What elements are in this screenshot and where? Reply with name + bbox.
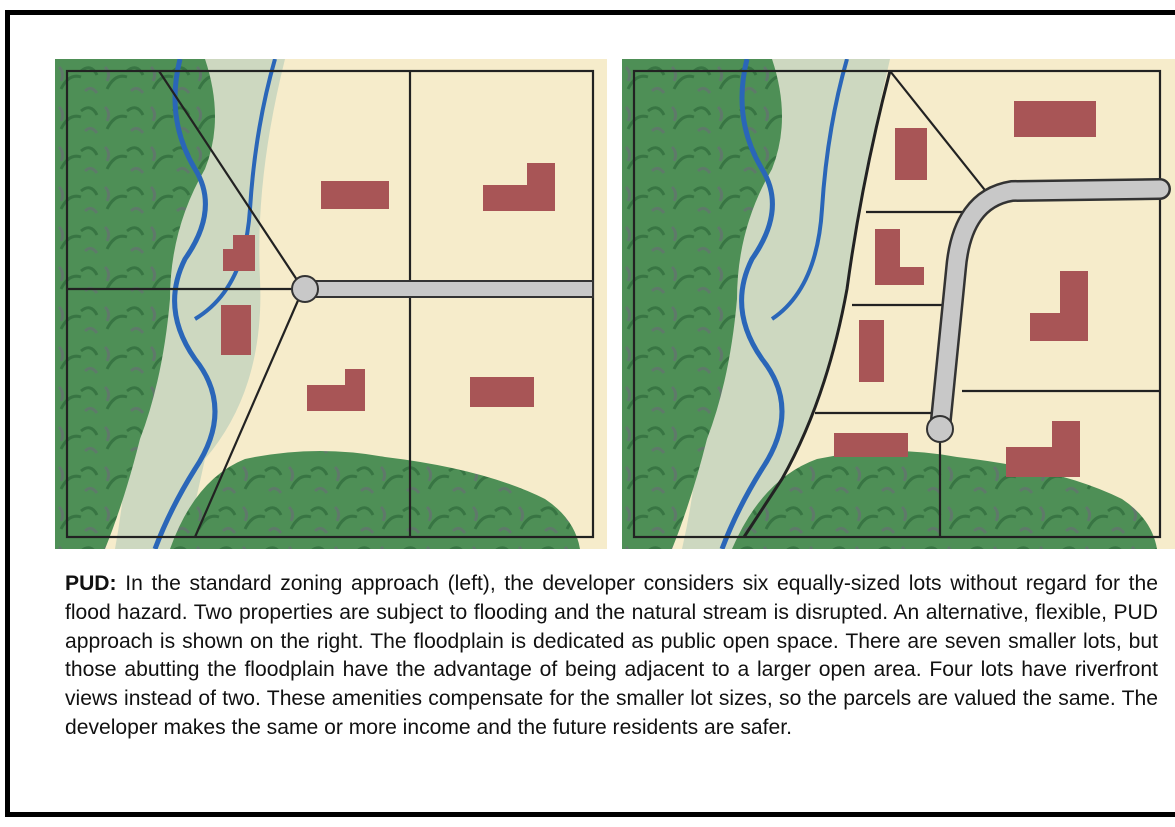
houses: [221, 163, 555, 411]
figure-caption: PUD: In the standard zoning approach (le…: [65, 570, 1158, 743]
road: [302, 280, 594, 298]
forest-south: [170, 450, 580, 549]
cul-de-sac: [926, 415, 954, 443]
pud-approach-map: [622, 59, 1175, 549]
house: [895, 128, 927, 180]
standard-zoning-map: [55, 59, 607, 549]
road: [931, 180, 1169, 438]
pud-approach-svg: [622, 59, 1175, 549]
lot-lines: [65, 69, 595, 539]
stream-main: [719, 59, 785, 549]
forest-west: [622, 59, 782, 549]
house: [834, 433, 908, 457]
house: [859, 320, 884, 382]
houses: [834, 101, 1096, 477]
standard-zoning-svg: [55, 59, 607, 549]
stream-main: [152, 59, 218, 549]
house: [307, 369, 365, 411]
house: [221, 305, 251, 355]
house: [1014, 101, 1096, 137]
house: [321, 181, 389, 209]
lot-lines: [632, 69, 1162, 539]
stream-branch: [770, 59, 849, 321]
house: [483, 163, 555, 211]
caption-text: In the standard zoning approach (left), …: [65, 572, 1158, 739]
house: [1006, 421, 1080, 477]
forest-west: [55, 59, 215, 549]
house: [470, 377, 534, 407]
cul-de-sac: [291, 275, 319, 303]
house: [875, 229, 924, 285]
house: [1030, 271, 1088, 341]
caption-label: PUD:: [65, 572, 117, 595]
house: [223, 235, 255, 271]
figure-frame: PUD: In the standard zoning approach (le…: [5, 10, 1175, 817]
